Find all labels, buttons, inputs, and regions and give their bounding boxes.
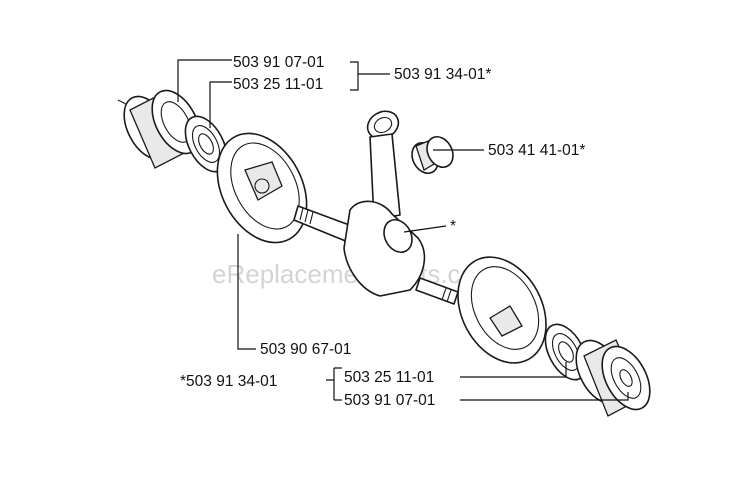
top-outer-bearing xyxy=(123,89,201,169)
right-crankcase-half xyxy=(457,256,547,364)
callout-top-bearing-lower: 503 25 11-01 xyxy=(233,76,323,93)
needle-bearing xyxy=(411,135,454,175)
callout-top-bearing-upper: 503 91 07-01 xyxy=(233,54,324,71)
connecting-rod xyxy=(366,110,401,221)
leader-bottom-bearing-lower xyxy=(460,392,629,401)
callout-bottom-bearing-lower: 503 91 07-01 xyxy=(344,392,435,409)
callout-crankshaft: * xyxy=(450,218,456,235)
left-crankcase-half xyxy=(216,132,308,244)
bottom-kit-bracket xyxy=(326,367,342,401)
callout-crankcase-half: 503 90 67-01 xyxy=(260,341,351,358)
callout-top-kit: 503 91 34-01* xyxy=(394,66,491,83)
leader-crankcase-half xyxy=(237,234,256,350)
bottom-outer-bearing xyxy=(575,339,651,417)
leader-bottom-bearing-upper xyxy=(460,362,567,378)
top-kit-bracket xyxy=(350,61,390,91)
crankshaft xyxy=(293,200,459,305)
callout-bottom-kit: *503 91 34-01 xyxy=(180,373,277,390)
callout-needle-bearing: 503 41 41-01* xyxy=(488,142,585,159)
leader-top-bearing-lower xyxy=(209,81,232,128)
callout-bottom-bearing-upper: 503 25 11-01 xyxy=(344,369,434,386)
leader-top-bearing-upper xyxy=(177,59,232,102)
leader-crankshaft xyxy=(403,225,447,233)
top-inner-bearing xyxy=(184,115,228,173)
